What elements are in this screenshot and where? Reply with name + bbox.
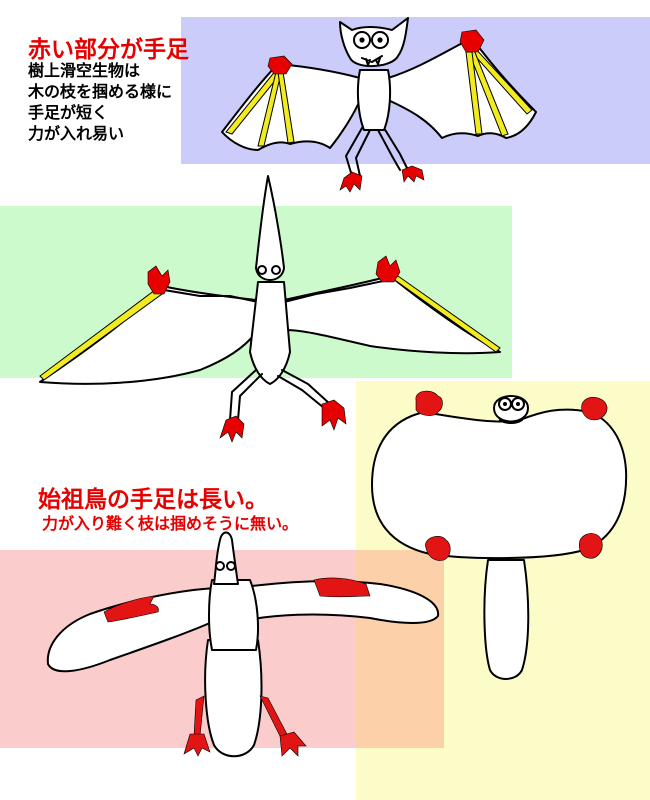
pterosaur-left-foot <box>219 415 245 443</box>
pterosaur-right-foot <box>321 399 347 431</box>
pterosaur-right-wing <box>283 275 501 355</box>
bat-pupil <box>359 37 365 43</box>
bat-body <box>356 69 392 131</box>
squirrel-front-left-paw <box>415 390 443 416</box>
annotation-top-title: 赤い部分が手足 <box>28 37 189 63</box>
bat-right-leg <box>377 127 409 171</box>
pterosaur-right-hand <box>375 255 401 283</box>
archaeopteryx-left-leg <box>193 695 205 737</box>
annotation-top-line: 木の枝を掴める様に <box>28 82 173 101</box>
squirrel-mouth <box>499 419 523 424</box>
bat-mouth <box>361 55 383 66</box>
squirrel-hind-right-paw <box>578 533 603 559</box>
pterosaur-right-arm <box>283 279 389 303</box>
annotation-top-line: 手足が短く <box>28 103 109 122</box>
bat-pupil <box>377 37 383 43</box>
archaeopteryx-right-foot <box>279 731 307 757</box>
squirrel-hind-left-paw <box>425 536 451 561</box>
squirrel-front-right-paw <box>581 396 608 421</box>
bat-right-foot <box>401 165 425 183</box>
archaeopteryx-right-hand <box>313 577 371 598</box>
bat-left-foot <box>339 171 363 193</box>
archaeopteryx-right-leg <box>259 695 289 741</box>
archaeopteryx-left-hand <box>103 595 159 623</box>
pterosaur-body <box>249 281 291 385</box>
pterosaur-eye <box>271 265 281 275</box>
squirrel-pupil <box>503 402 507 406</box>
bat-icon <box>221 17 537 193</box>
annotation-bottom-note: 力が入り難く枝は掴めそうに無い。 <box>42 514 299 533</box>
pterosaur-head <box>255 175 285 281</box>
annotation-bottom-title: 始祖鳥の手足は長い。 <box>38 487 268 513</box>
pterosaur-right-leg <box>277 369 331 409</box>
annotation-top-notes: 樹上滑空生物は 木の枝を掴める様に 手足が短く 力が入れ易い <box>28 60 172 144</box>
archaeopteryx-head <box>213 531 239 585</box>
squirrel-tail <box>483 559 530 680</box>
bat-left-leg <box>345 127 371 177</box>
archaeopteryx-eye <box>215 561 225 571</box>
pterosaur-eye <box>257 265 267 275</box>
archaeopteryx-eye <box>226 561 236 571</box>
bat-right-hand <box>459 29 485 53</box>
bat-left-hand <box>267 55 293 75</box>
archaeopteryx-left-foot <box>183 733 211 757</box>
squirrel-pupil <box>516 402 520 406</box>
pterosaur-icon <box>39 175 501 443</box>
panel-overlap-region <box>356 550 444 748</box>
archaeopteryx-tail <box>204 639 263 758</box>
archaeopteryx-body <box>208 579 259 651</box>
bat-right-wing <box>387 37 537 139</box>
pterosaur-left-arm <box>163 289 259 303</box>
annotation-top-line: 力が入れ易い <box>28 124 125 143</box>
pterosaur-left-leg <box>229 369 263 421</box>
annotation-top-line: 樹上滑空生物は <box>28 61 141 80</box>
flying-squirrel-icon <box>371 390 628 680</box>
archaeopteryx-icon <box>46 531 440 758</box>
pterosaur-left-wing <box>39 285 259 385</box>
pterosaur-left-hand <box>147 265 171 295</box>
